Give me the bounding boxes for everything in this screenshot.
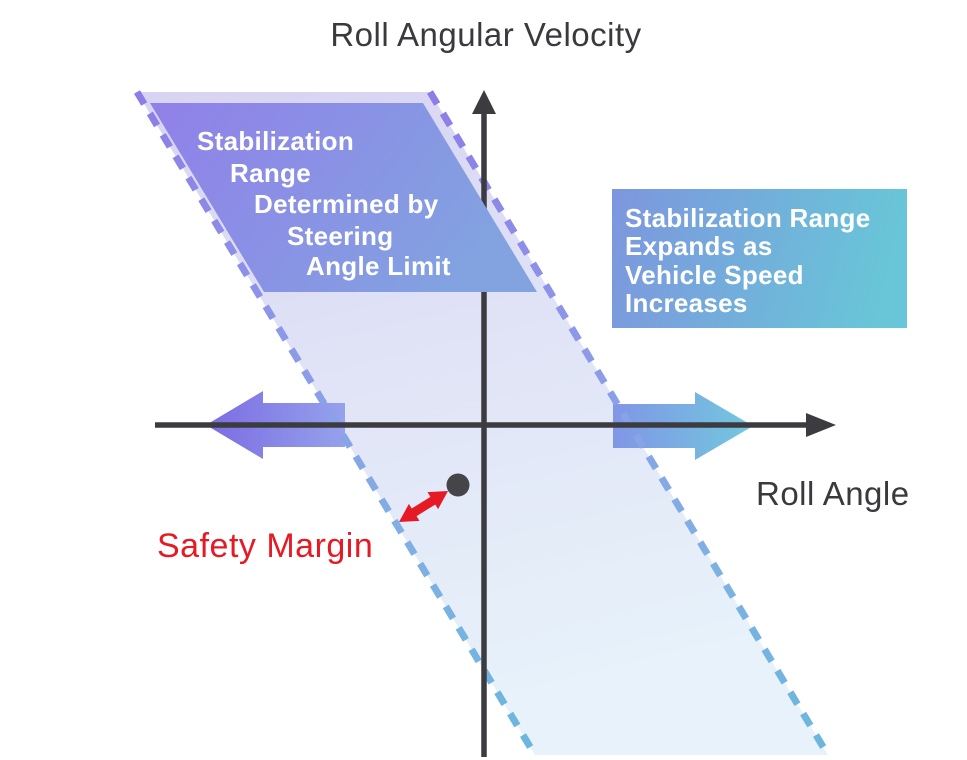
speed-expansion-note-box — [612, 189, 907, 328]
operating-point-dot — [446, 473, 470, 497]
speed-expansion-label-line3: Vehicle Speed — [625, 260, 804, 290]
steering-limit-label-line1: Stabilization — [197, 126, 354, 156]
y-axis-arrowhead-icon — [472, 90, 496, 114]
steering-limit-label: Stabilization Range Determined by Steeri… — [197, 126, 451, 281]
safety-margin-arrowhead-left-icon — [399, 503, 420, 522]
steering-limit-label-line5: Angle Limit — [306, 251, 451, 281]
speed-expansion-label-line1: Stabilization Range — [625, 203, 871, 233]
steering-limit-region — [150, 103, 537, 292]
steering-limit-label-line3: Determined by — [254, 189, 439, 219]
speed-expansion-label: Stabilization Range Expands as Vehicle S… — [625, 203, 871, 318]
safety-margin-label: Safety Margin — [157, 527, 373, 565]
safety-margin-arrow-icon — [399, 491, 448, 522]
steering-limit-label-line2: Range — [230, 158, 311, 188]
y-axis-title: Roll Angular Velocity — [330, 16, 641, 53]
safety-margin-arrowhead-right-icon — [427, 491, 448, 510]
speed-expansion-label-line4: Increases — [625, 288, 748, 318]
steering-limit-label-line4: Steering — [287, 221, 393, 251]
speed-expansion-label-line2: Expands as — [625, 231, 773, 261]
safety-margin-arrow-shaft — [410, 496, 437, 517]
x-axis-arrowhead-icon — [806, 413, 836, 437]
x-axis-title: Roll Angle — [756, 475, 910, 512]
